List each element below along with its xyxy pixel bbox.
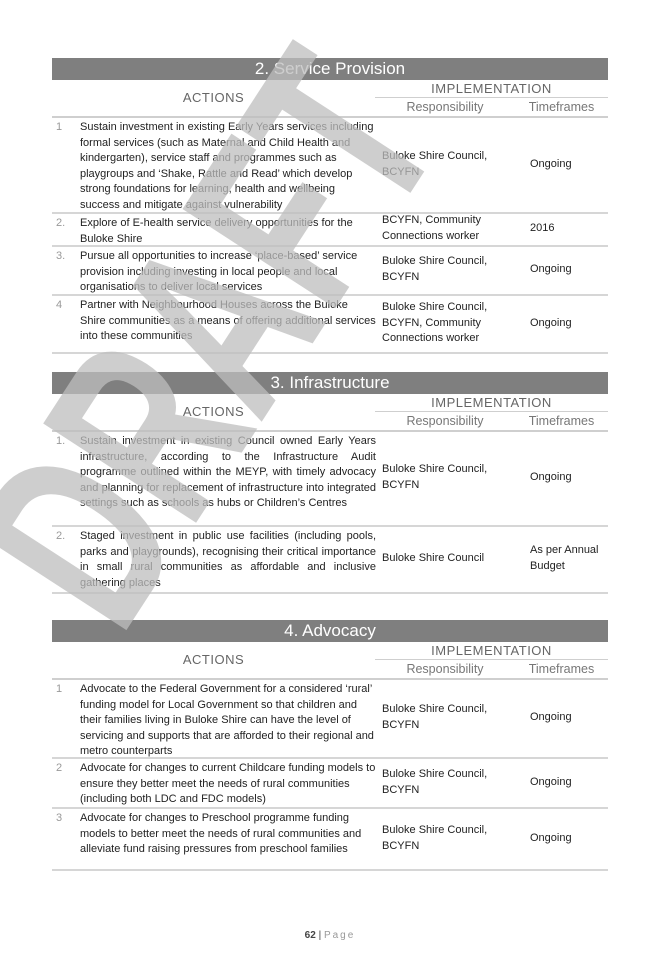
actions-header: ACTIONS	[182, 652, 245, 667]
table-row: 2. Explore of E-health service delivery …	[52, 214, 608, 247]
row-number: 4	[56, 299, 63, 311]
implementation-header: IMPLEMENTATION	[375, 642, 608, 660]
table-header: ACTIONS IMPLEMENTATION Responsibility Ti…	[52, 642, 608, 680]
responsibility-cell: Buloke Shire Council, BCYFN	[382, 255, 488, 283]
timeframe-cell: Ongoing	[530, 316, 572, 329]
row-number: 2.	[56, 217, 66, 229]
section-table: 3. Infrastructure ACTIONS IMPLEMENTATION…	[52, 372, 608, 594]
row-number: 1	[56, 121, 63, 133]
responsibility-cell: Buloke Shire Council, BCYFN	[382, 823, 488, 852]
table-row: 3 Advocate for changes to Preschool prog…	[52, 809, 608, 871]
section-table: 2. Service Provision ACTIONS IMPLEMENTAT…	[52, 58, 608, 354]
section-table: 4. Advocacy ACTIONS IMPLEMENTATION Respo…	[52, 620, 608, 871]
row-number: 3.	[56, 250, 66, 262]
timeframe-cell: Ongoing	[530, 263, 572, 276]
action-text: Partner with Neighbourhood Houses across…	[80, 299, 376, 343]
responsibility-cell: Buloke Shire Council, BCYFN	[382, 703, 488, 731]
action-text: Advocate for changes to Preschool progra…	[80, 812, 362, 856]
page-number: 62	[304, 930, 316, 941]
responsibility-cell: Buloke Shire Council, BCYFN	[382, 767, 488, 796]
section-title: 3. Infrastructure	[52, 372, 608, 394]
table-header: ACTIONS IMPLEMENTATION Responsibility Ti…	[52, 80, 608, 118]
responsibility-cell: Buloke Shire Council	[382, 552, 485, 565]
section-title: 4. Advocacy	[52, 620, 608, 642]
responsibility-cell: Buloke Shire Council, BCYFN, Community C…	[382, 301, 488, 345]
responsibility-header: Responsibility	[406, 414, 484, 428]
responsibility-header: Responsibility	[406, 662, 484, 676]
responsibility-cell: BCYFN, Community Connections worker	[382, 214, 482, 242]
action-text: Sustain investment in existing Council o…	[80, 435, 376, 510]
action-text: Advocate to the Federal Government for a…	[80, 683, 374, 758]
action-text: Staged investment in public use faciliti…	[80, 530, 376, 589]
section-title: 2. Service Provision	[52, 58, 608, 80]
responsibility-header: Responsibility	[406, 100, 484, 114]
action-text: Pursue all opportunities to increase ‘pl…	[80, 250, 358, 294]
row-number: 3	[56, 812, 63, 824]
table-row: 1 Advocate to the Federal Government for…	[52, 680, 608, 759]
row-number: 2.	[56, 530, 66, 542]
page-footer: 62 | Page	[0, 930, 660, 941]
table-row: 1. Sustain investment in existing Counci…	[52, 432, 608, 527]
actions-header: ACTIONS	[182, 404, 245, 419]
footer-separator: |	[315, 930, 324, 941]
timeframe-cell: 2016	[530, 222, 555, 235]
timeframe-cell: As per Annual Budget	[530, 544, 599, 572]
row-number: 2	[56, 762, 63, 774]
responsibility-cell: Buloke Shire Council, BCYFN	[382, 149, 488, 178]
timeframe-cell: Ongoing	[530, 775, 572, 788]
timeframe-cell: Ongoing	[530, 157, 572, 170]
timeframes-header: Timeframes	[528, 662, 595, 676]
timeframe-cell: Ongoing	[530, 831, 572, 844]
implementation-header: IMPLEMENTATION	[375, 80, 608, 98]
page-label: Page	[323, 930, 356, 941]
table-row: 2 Advocate for changes to current Childc…	[52, 759, 608, 809]
timeframes-header: Timeframes	[528, 100, 595, 114]
actions-header: ACTIONS	[182, 90, 245, 105]
table-row: 2. Staged investment in public use facil…	[52, 527, 608, 594]
timeframe-cell: Ongoing	[530, 471, 572, 484]
table-row: 4 Partner with Neighbourhood Houses acro…	[52, 296, 608, 354]
action-text: Advocate for changes to current Childcar…	[80, 762, 376, 806]
timeframe-cell: Ongoing	[530, 711, 572, 724]
action-text: Sustain investment in existing Early Yea…	[80, 121, 374, 211]
timeframes-header: Timeframes	[528, 414, 595, 428]
row-number: 1.	[56, 435, 66, 447]
table-row: 1 Sustain investment in existing Early Y…	[52, 118, 608, 214]
implementation-header: IMPLEMENTATION	[375, 394, 608, 412]
table-row: 3. Pursue all opportunities to increase …	[52, 247, 608, 296]
responsibility-cell: Buloke Shire Council, BCYFN	[382, 463, 488, 491]
row-number: 1	[56, 683, 63, 695]
action-text: Explore of E-health service delivery opp…	[80, 217, 353, 245]
table-header: ACTIONS IMPLEMENTATION Responsibility Ti…	[52, 394, 608, 432]
